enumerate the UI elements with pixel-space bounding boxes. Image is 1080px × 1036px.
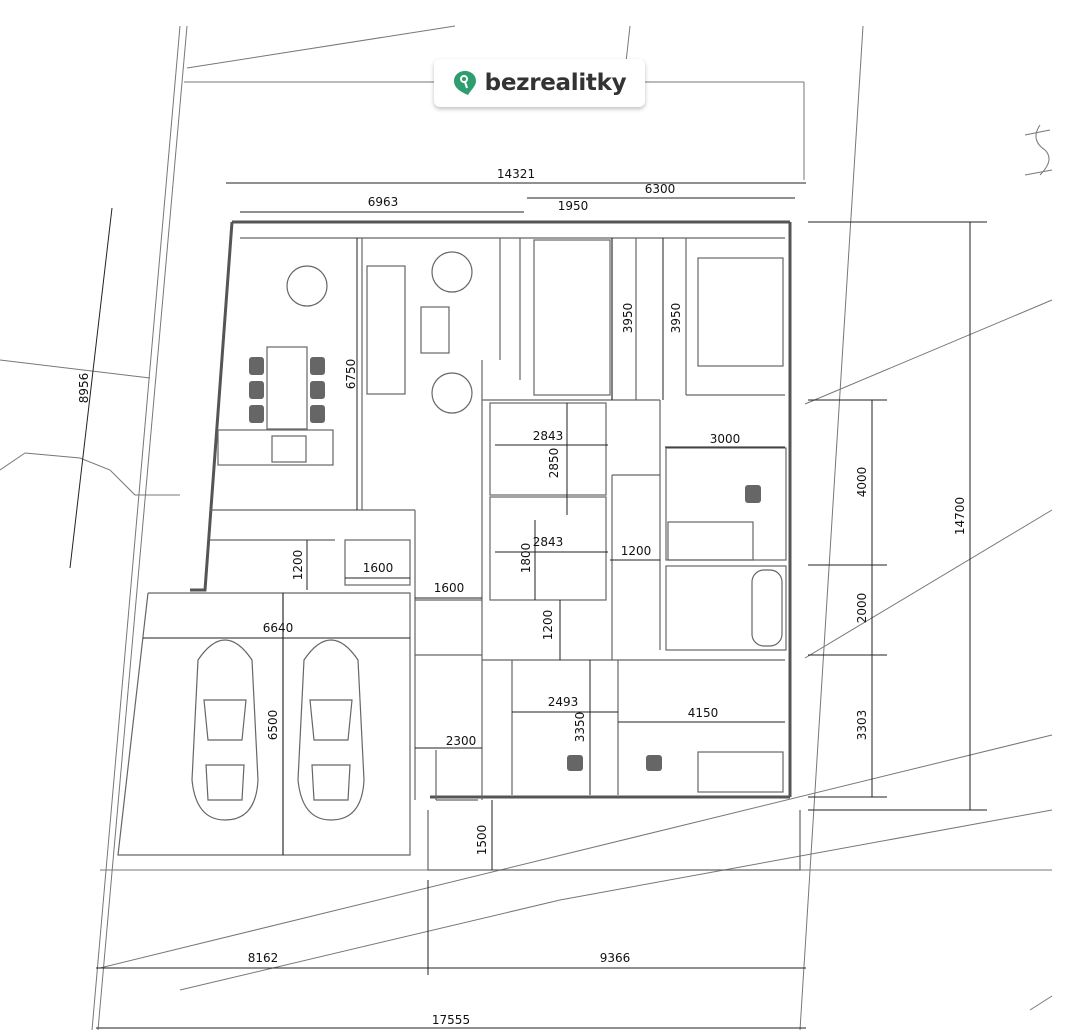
- dim-terrace-depth: 1500: [475, 825, 489, 856]
- dim-tech-width: 2300: [446, 734, 477, 748]
- dining-table: [266, 346, 308, 430]
- bathtub: [751, 569, 783, 647]
- dim-3350: 3350: [573, 712, 587, 743]
- dim-bath-width-b: 2843: [533, 535, 564, 549]
- dim-3303: 3303: [855, 710, 869, 741]
- dim-bath-width-a: 2843: [533, 429, 564, 443]
- bed: [667, 521, 754, 561]
- double-bed: [697, 257, 784, 367]
- dim-garage-width: 6640: [263, 621, 294, 635]
- dim-plot-right: 9366: [600, 951, 631, 965]
- parked-cars: [191, 639, 365, 821]
- dim-2000: 2000: [855, 593, 869, 624]
- dim-wc-width: 1600: [363, 561, 394, 575]
- dimension-lines: [69, 182, 987, 1029]
- dim-2493: 2493: [548, 695, 579, 709]
- dim-4000: 4000: [855, 467, 869, 498]
- dim-plot-total: 17555: [432, 1013, 470, 1027]
- dim-left-depth: 8956: [77, 373, 91, 404]
- round-table: [431, 372, 473, 414]
- round-table: [431, 251, 473, 293]
- dim-bedroom2-width: 3000: [710, 432, 741, 446]
- dim-bedroom3-width: 4150: [688, 706, 719, 720]
- coffee-table: [420, 306, 450, 354]
- dim-overall-depth: 14700: [953, 497, 967, 535]
- wardrobe: [533, 239, 611, 396]
- dim-bath-depth: 2850: [547, 448, 561, 479]
- key-pin-icon: [453, 71, 476, 95]
- dim-stair-depth: 1200: [291, 550, 305, 581]
- dim-corridor-depth: 1200: [541, 610, 555, 641]
- dim-1950: 1950: [558, 199, 589, 213]
- bezrealitky-logo: bezrealitky: [434, 59, 645, 107]
- dim-right-wing: 6300: [645, 182, 676, 196]
- cooktop: [271, 435, 307, 463]
- dim-left-wing: 6963: [368, 195, 399, 209]
- dimension-labels: 14321 6963 1950 6300 8956 6750 3950 3950…: [77, 167, 967, 1027]
- outer-walls: [117, 220, 801, 871]
- dim-corridor-width: 1200: [621, 544, 652, 558]
- dim-bedroom-a: 3950: [621, 303, 635, 334]
- interior-walls: [210, 237, 787, 855]
- furniture: [217, 239, 784, 793]
- dim-hall-width: 1600: [434, 581, 465, 595]
- dim-bedroom-b: 3950: [669, 303, 683, 334]
- dim-garage-depth: 6500: [266, 710, 280, 741]
- car-icon: [297, 639, 365, 821]
- kitchen-counter: [217, 429, 334, 466]
- dim-closet-depth: 1800: [519, 543, 533, 574]
- car-icon: [191, 639, 259, 821]
- bed: [697, 751, 784, 793]
- sofa: [366, 265, 406, 395]
- dining-chairs: [249, 357, 761, 771]
- dim-plot-left: 8162: [248, 951, 279, 965]
- dim-overall-width: 14321: [497, 167, 535, 181]
- round-table: [286, 265, 328, 307]
- logo-text: bezrealitky: [484, 70, 627, 96]
- dim-living-depth: 6750: [344, 359, 358, 390]
